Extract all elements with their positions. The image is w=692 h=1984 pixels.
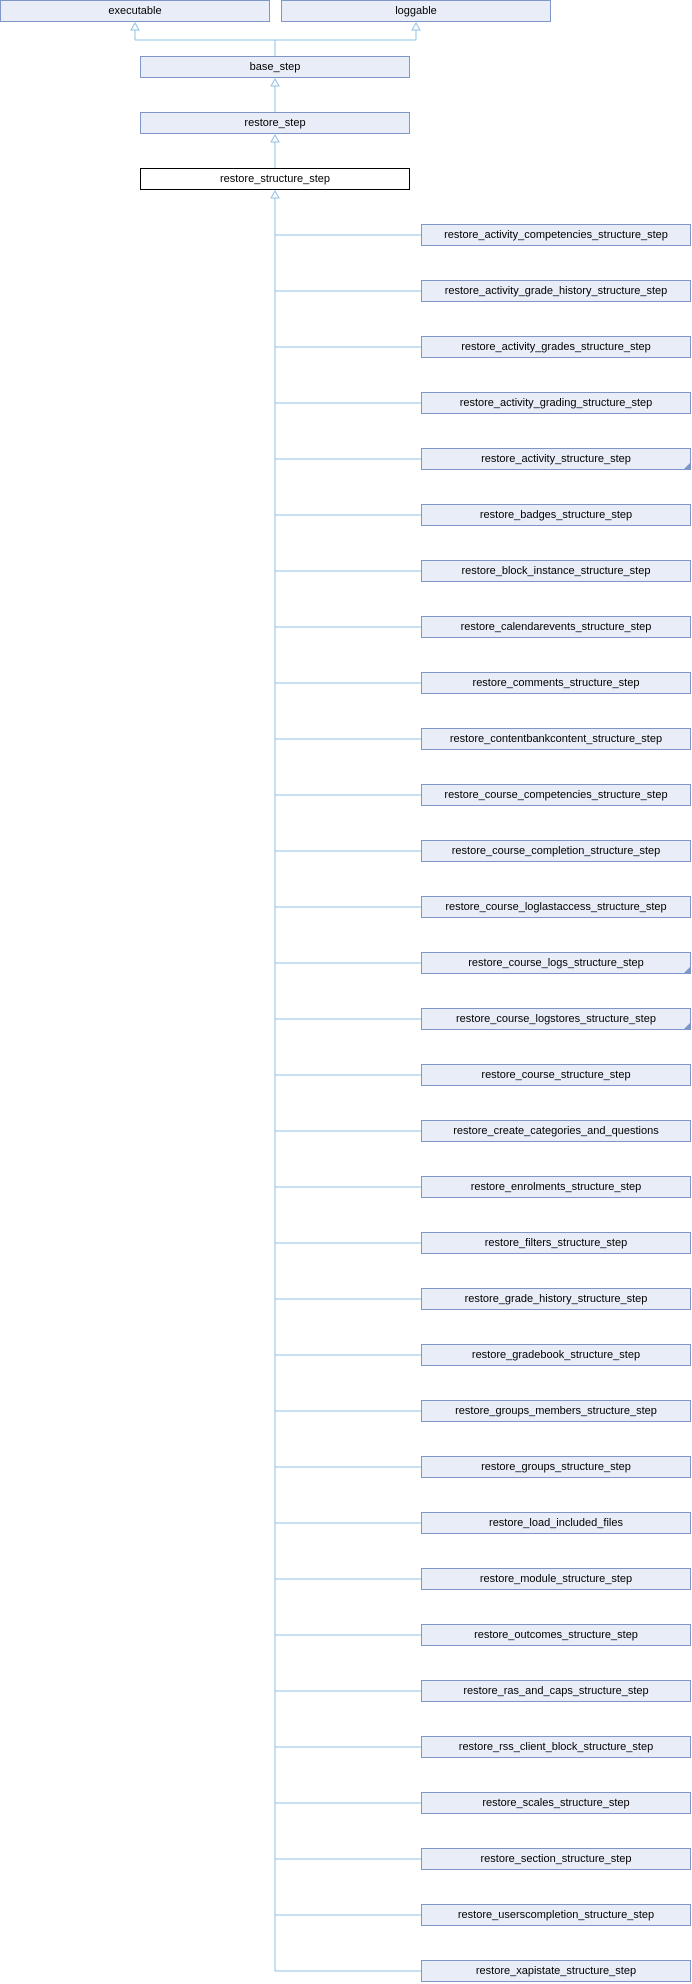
subclass-node-label: restore_badges_structure_step xyxy=(479,509,633,521)
more-subclasses-indicator xyxy=(684,967,690,973)
subclass-node-label: restore_contentbankcontent_structure_ste… xyxy=(449,733,663,745)
subclass-node[interactable]: restore_activity_grading_structure_step xyxy=(421,392,691,414)
interface-executable-label: executable xyxy=(108,5,162,17)
subclass-node[interactable]: restore_scales_structure_step xyxy=(421,1792,691,1814)
subclass-node-label: restore_load_included_files xyxy=(489,1517,623,1529)
subclass-node[interactable]: restore_groups_structure_step xyxy=(421,1456,691,1478)
subclass-node-label: restore_create_categories_and_questions xyxy=(453,1125,659,1137)
arrow-executable xyxy=(130,21,140,31)
subclass-node[interactable]: restore_xapistate_structure_step xyxy=(421,1960,691,1982)
more-subclasses-indicator xyxy=(684,1023,690,1029)
subclass-node-label: restore_enrolments_structure_step xyxy=(470,1181,642,1193)
arrow-base-step xyxy=(270,77,280,87)
subclass-node-label: restore_module_structure_step xyxy=(479,1573,633,1585)
subclass-node-label: restore_activity_structure_step xyxy=(481,453,631,465)
subclass-node-label: restore_rss_client_block_structure_step xyxy=(458,1741,654,1753)
subclass-node[interactable]: restore_section_structure_step xyxy=(421,1848,691,1870)
subclass-node[interactable]: restore_course_logs_structure_step xyxy=(421,952,691,974)
subclass-node[interactable]: restore_block_instance_structure_step xyxy=(421,560,691,582)
interface-executable[interactable]: executable xyxy=(0,0,270,22)
subclass-node[interactable]: restore_course_logstores_structure_step xyxy=(421,1008,691,1030)
subclass-node[interactable]: restore_outcomes_structure_step xyxy=(421,1624,691,1646)
subclass-node-label: restore_filters_structure_step xyxy=(484,1237,628,1249)
current-class-restore_structure_step-label: restore_structure_step xyxy=(219,173,331,185)
subclass-node-label: restore_comments_structure_step xyxy=(472,677,640,689)
subclass-node[interactable]: restore_grade_history_structure_step xyxy=(421,1288,691,1310)
subclass-node-label: restore_block_instance_structure_step xyxy=(461,565,651,577)
more-subclasses-indicator xyxy=(684,463,690,469)
subclass-node-label: restore_section_structure_step xyxy=(480,1853,632,1865)
subclass-node[interactable]: restore_activity_structure_step xyxy=(421,448,691,470)
class-restore_step[interactable]: restore_step xyxy=(140,112,410,134)
subclass-node-label: restore_course_loglastaccess_structure_s… xyxy=(445,901,667,913)
subclass-node[interactable]: restore_load_included_files xyxy=(421,1512,691,1534)
subclass-node-label: restore_course_logstores_structure_step xyxy=(456,1013,656,1025)
subclass-node[interactable]: restore_groups_members_structure_step xyxy=(421,1400,691,1422)
class-base_step-label: base_step xyxy=(249,61,301,73)
subclass-node-label: restore_ras_and_caps_structure_step xyxy=(463,1685,649,1697)
subclass-node-label: restore_outcomes_structure_step xyxy=(474,1629,638,1641)
arrow-restore-step xyxy=(270,133,280,143)
arrow-restore-structure-step xyxy=(270,189,280,199)
subclass-node[interactable]: restore_contentbankcontent_structure_ste… xyxy=(421,728,691,750)
interface-loggable[interactable]: loggable xyxy=(281,0,551,22)
subclass-node[interactable]: restore_course_completion_structure_step xyxy=(421,840,691,862)
subclass-node[interactable]: restore_badges_structure_step xyxy=(421,504,691,526)
subclass-node-label: restore_course_completion_structure_step xyxy=(451,845,661,857)
class-restore_step-label: restore_step xyxy=(244,117,306,129)
subclass-node[interactable]: restore_calendarevents_structure_step xyxy=(421,616,691,638)
subclass-node[interactable]: restore_activity_grade_history_structure… xyxy=(421,280,691,302)
subclass-node[interactable]: restore_rss_client_block_structure_step xyxy=(421,1736,691,1758)
subclass-node[interactable]: restore_course_loglastaccess_structure_s… xyxy=(421,896,691,918)
subclass-node[interactable]: restore_create_categories_and_questions xyxy=(421,1120,691,1142)
subclass-node-label: restore_groups_structure_step xyxy=(481,1461,631,1473)
interface-loggable-label: loggable xyxy=(395,5,437,17)
subclass-node[interactable]: restore_comments_structure_step xyxy=(421,672,691,694)
subclass-node-label: restore_activity_grading_structure_step xyxy=(459,397,653,409)
subclass-node[interactable]: restore_filters_structure_step xyxy=(421,1232,691,1254)
subclass-node-label: restore_userscompletion_structure_step xyxy=(457,1909,655,1921)
subclass-node-label: restore_activity_grade_history_structure… xyxy=(444,285,668,297)
subclass-node-label: restore_course_logs_structure_step xyxy=(468,957,644,969)
subclass-node-label: restore_grade_history_structure_step xyxy=(464,1293,648,1305)
subclass-node-label: restore_course_competencies_structure_st… xyxy=(444,789,668,801)
subclass-node-label: restore_xapistate_structure_step xyxy=(475,1965,637,1977)
subclass-node[interactable]: restore_course_competencies_structure_st… xyxy=(421,784,691,806)
subclass-node[interactable]: restore_gradebook_structure_step xyxy=(421,1344,691,1366)
class-base_step[interactable]: base_step xyxy=(140,56,410,78)
subclass-node-label: restore_activity_grades_structure_step xyxy=(461,341,651,353)
subclass-node-label: restore_scales_structure_step xyxy=(482,1797,630,1809)
subclass-node[interactable]: restore_ras_and_caps_structure_step xyxy=(421,1680,691,1702)
subclass-node-label: restore_groups_members_structure_step xyxy=(455,1405,657,1417)
subclass-node[interactable]: restore_enrolments_structure_step xyxy=(421,1176,691,1198)
subclass-node[interactable]: restore_activity_competencies_structure_… xyxy=(421,224,691,246)
subclass-node[interactable]: restore_userscompletion_structure_step xyxy=(421,1904,691,1926)
arrow-loggable xyxy=(411,21,421,31)
subclass-node-label: restore_activity_competencies_structure_… xyxy=(444,229,668,241)
current-class-restore_structure_step[interactable]: restore_structure_step xyxy=(140,168,410,190)
subclass-node[interactable]: restore_activity_grades_structure_step xyxy=(421,336,691,358)
subclass-node[interactable]: restore_module_structure_step xyxy=(421,1568,691,1590)
subclass-node-label: restore_calendarevents_structure_step xyxy=(460,621,652,633)
subclass-node-label: restore_course_structure_step xyxy=(481,1069,631,1081)
subclass-node[interactable]: restore_course_structure_step xyxy=(421,1064,691,1086)
subclass-node-label: restore_gradebook_structure_step xyxy=(471,1349,641,1361)
